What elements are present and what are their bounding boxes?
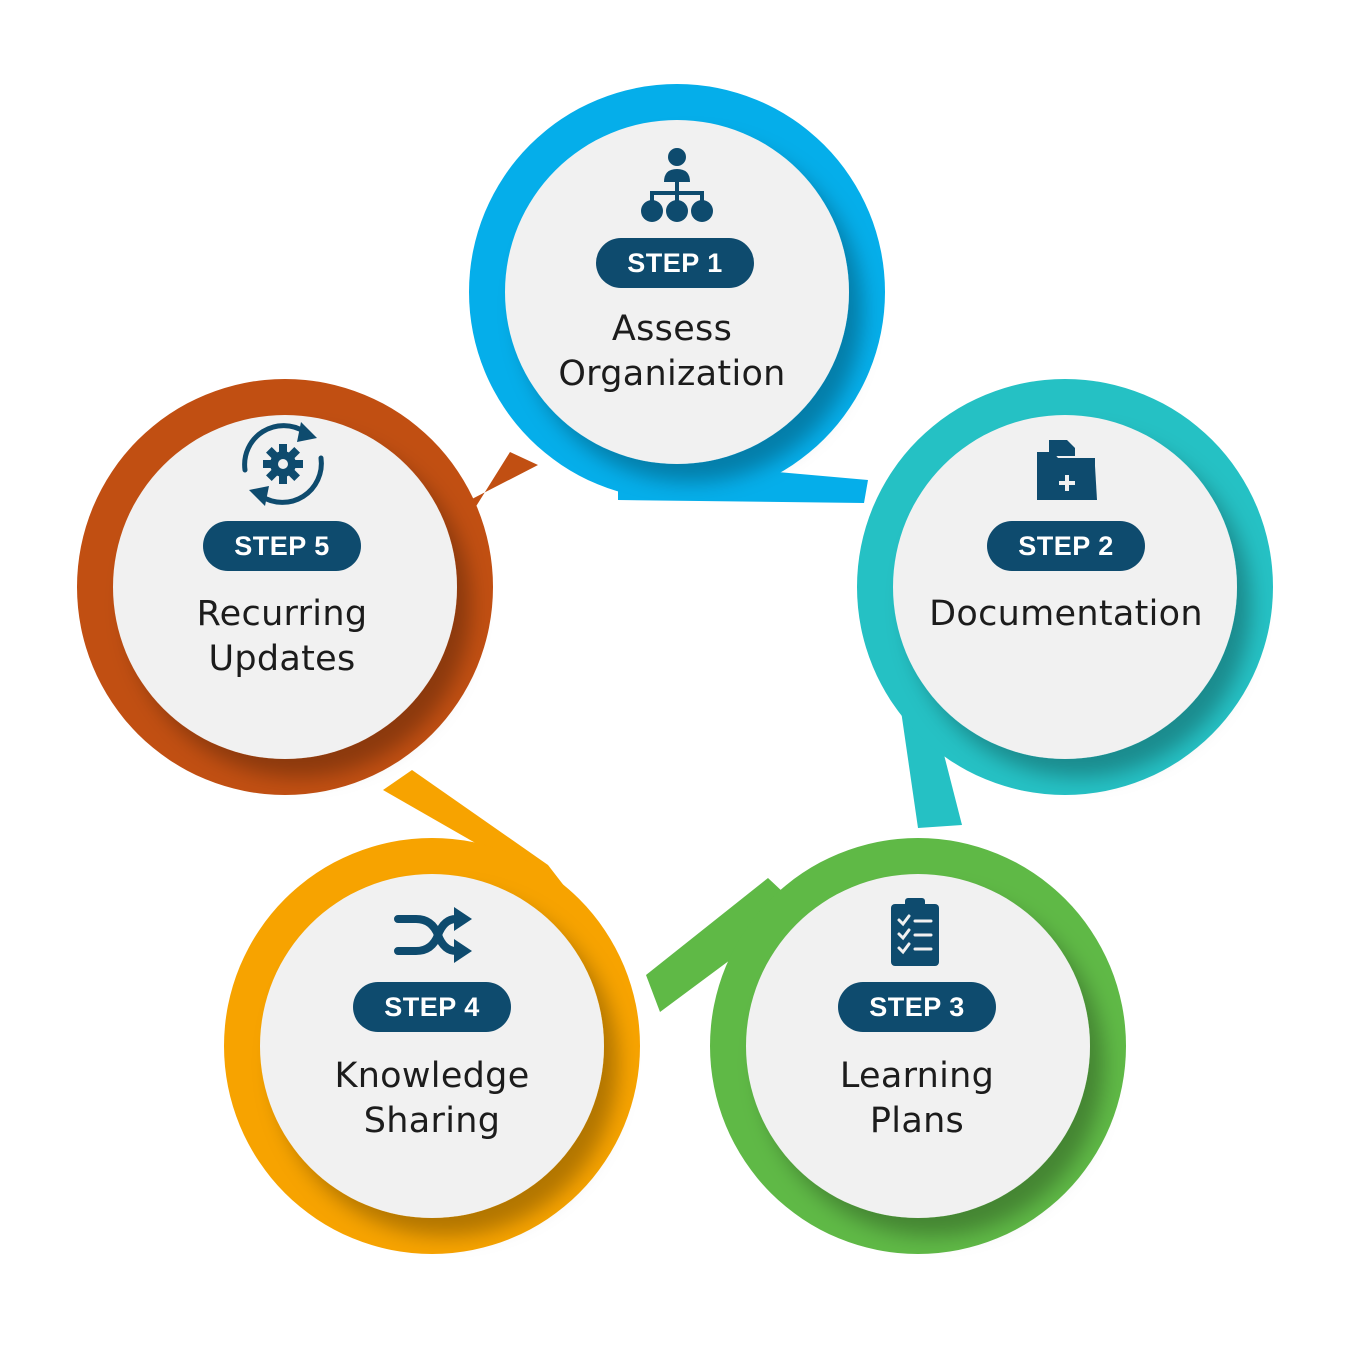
disc-step4 (260, 874, 604, 1218)
step5-label-line1: Recurring (196, 594, 368, 634)
disc-step2 (893, 415, 1237, 759)
step4-label-line1: Knowledge (334, 1056, 530, 1096)
folder-add-icon (1037, 440, 1097, 500)
step1-label: Assess Organization (512, 307, 832, 397)
step3-label: Learning Plans (757, 1054, 1077, 1144)
step1-label-line1: Assess (611, 309, 733, 349)
gear-cycle-icon (242, 422, 324, 506)
disc-step1 (505, 120, 849, 464)
step2-badge: STEP 2 (987, 521, 1145, 571)
step3-badge: STEP 3 (838, 982, 996, 1032)
step4-label: Knowledge Sharing (272, 1054, 592, 1144)
step2-label-line1: Documentation (929, 594, 1203, 634)
step1-badge: STEP 1 (596, 238, 754, 288)
step5-label-line2: Updates (208, 639, 356, 679)
clipboard-checklist-icon (891, 898, 939, 966)
step5-badge: STEP 5 (203, 521, 361, 571)
discs (113, 120, 1237, 1218)
step3-label-line1: Learning (839, 1056, 995, 1096)
org-chart-icon (641, 148, 713, 222)
step2-label: Documentation (896, 592, 1236, 637)
shuffle-arrows-icon (394, 907, 472, 963)
disc-step5 (113, 415, 457, 759)
step3-label-line2: Plans (869, 1101, 965, 1141)
step4-badge: STEP 4 (353, 982, 511, 1032)
step5-label: Recurring Updates (122, 592, 442, 682)
step1-label-line2: Organization (558, 354, 786, 394)
tail-step5 (455, 452, 538, 540)
step4-label-line2: Sharing (363, 1101, 501, 1141)
disc-step3 (746, 874, 1090, 1218)
